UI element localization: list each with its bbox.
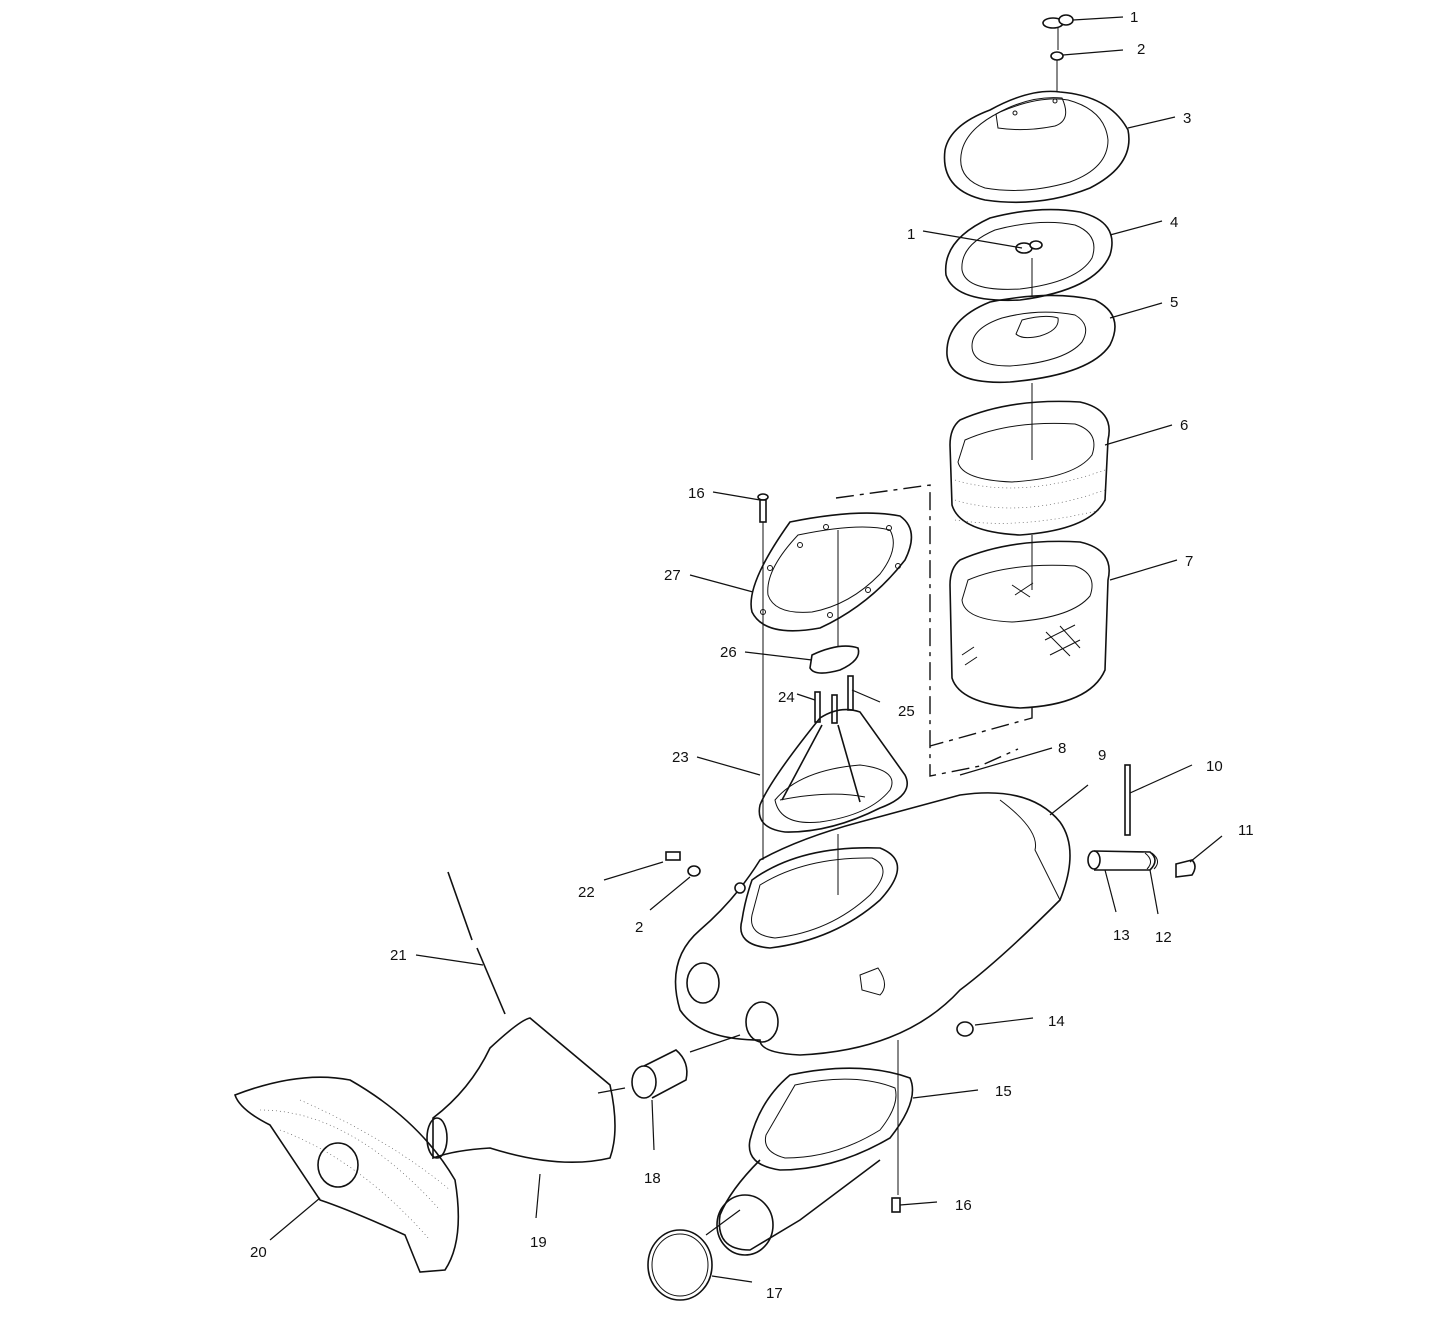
hose-clamp [647,1229,713,1301]
callout-27: 27 [664,567,681,584]
callout-3: 3 [1183,110,1192,127]
callout-12: 12 [1155,929,1172,946]
callout-23: 23 [672,749,689,766]
callout-17: 17 [766,1285,783,1302]
stud-icon [814,691,821,723]
bolt-icon [757,493,769,860]
wing-nut-icon [1042,14,1074,50]
callout-22: 22 [578,884,595,901]
washer-icon [687,865,701,877]
drain-hose [1087,850,1158,871]
airbox-cover [943,90,1130,204]
callout-10: 10 [1206,758,1223,775]
callout-20: 20 [250,1244,267,1261]
filter-cage [758,708,908,833]
outlet-duct [716,1067,914,1256]
rod [447,871,473,941]
bolt-icon [891,1197,901,1213]
callout-13: 13 [1113,927,1130,944]
leader-lines [269,16,1223,1283]
callout-15: 15 [995,1083,1012,1100]
heat-shield [233,1076,460,1273]
intake-sleeve [631,1049,688,1099]
paper-filter [949,540,1110,709]
wing-nut-icon [1015,240,1043,254]
washer-icon [1050,51,1064,61]
callout-7: 7 [1185,553,1194,570]
callout-16: 16 [955,1197,972,1214]
callout-1: 1 [907,226,916,243]
callout-5: 5 [1170,294,1179,311]
retainer-plate [809,645,860,674]
callout-11: 11 [1238,822,1254,839]
stud-icon [847,675,854,711]
phantom-line [835,484,1019,777]
callout-21: 21 [390,947,407,964]
callout-25: 25 [898,703,915,720]
filter-plate [946,294,1116,384]
callout-18: 18 [644,1170,661,1187]
air-box-housing [674,792,1071,1056]
callout-26: 26 [720,644,737,661]
callout-8: 8 [1058,740,1067,757]
callout-6: 6 [1180,417,1189,434]
bolt-icon [1124,764,1131,836]
bolt-icon [665,851,681,861]
foam-filter [949,400,1110,536]
callout-2: 2 [1137,41,1146,58]
callout-2: 2 [635,919,644,936]
gasket-ring [944,208,1113,302]
callout-24: 24 [778,689,795,706]
intake-boot [426,1017,616,1164]
flange-plate [750,512,913,632]
callout-14: 14 [1048,1013,1065,1030]
grommet-icon [956,1021,974,1037]
rod [476,947,506,1015]
callout-9: 9 [1098,747,1107,764]
callout-16: 16 [688,485,705,502]
callout-1: 1 [1130,9,1139,26]
callout-19: 19 [530,1234,547,1251]
drain-cap [1175,859,1196,878]
stud-icon [831,694,838,724]
callout-4: 4 [1170,214,1179,231]
